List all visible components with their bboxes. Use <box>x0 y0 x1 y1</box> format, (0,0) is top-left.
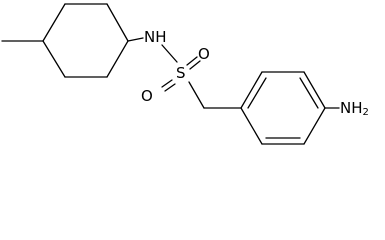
amine-n-symbol: N <box>340 99 351 117</box>
aromatic-inner-bond <box>247 77 267 109</box>
double-bond-line <box>189 60 201 70</box>
oxygen-lower-label: O <box>141 87 153 105</box>
double-bond-line <box>186 56 198 66</box>
double-bond-line <box>164 83 176 92</box>
ring-bond <box>106 40 129 78</box>
ring-bond <box>240 71 263 109</box>
ring-nh-bond <box>127 37 144 42</box>
ring-bond <box>106 3 129 42</box>
s-ch2-bond <box>188 81 205 109</box>
amine-h-subscript: 2 <box>363 107 369 118</box>
sulfonyl-double-bond-lower <box>161 79 176 92</box>
amine-h-symbol: H <box>351 99 362 117</box>
amide-h-symbol: H <box>155 28 166 46</box>
benzene-ring <box>240 71 326 145</box>
sulfonyl-double-bond-upper <box>186 56 201 70</box>
ring-bond <box>240 107 263 145</box>
sulfur-label: S <box>176 64 186 82</box>
ring-bond <box>42 40 66 78</box>
cyclohexane-ring <box>42 3 129 78</box>
oxygen-upper-label: O <box>198 45 210 63</box>
ring-bond <box>303 107 326 145</box>
nh-s-bond <box>161 44 178 63</box>
aromatic-inner-bond <box>299 77 319 109</box>
amide-nitrogen-label: NH <box>144 28 167 46</box>
amine-nitrogen-label: NH2 <box>340 99 369 118</box>
chemical-structure: NH S O O NH2 <box>1 3 369 145</box>
ring-bond <box>303 71 326 109</box>
amide-n-symbol: N <box>144 28 155 46</box>
ring-bond <box>42 3 66 42</box>
double-bond-line <box>161 79 173 88</box>
